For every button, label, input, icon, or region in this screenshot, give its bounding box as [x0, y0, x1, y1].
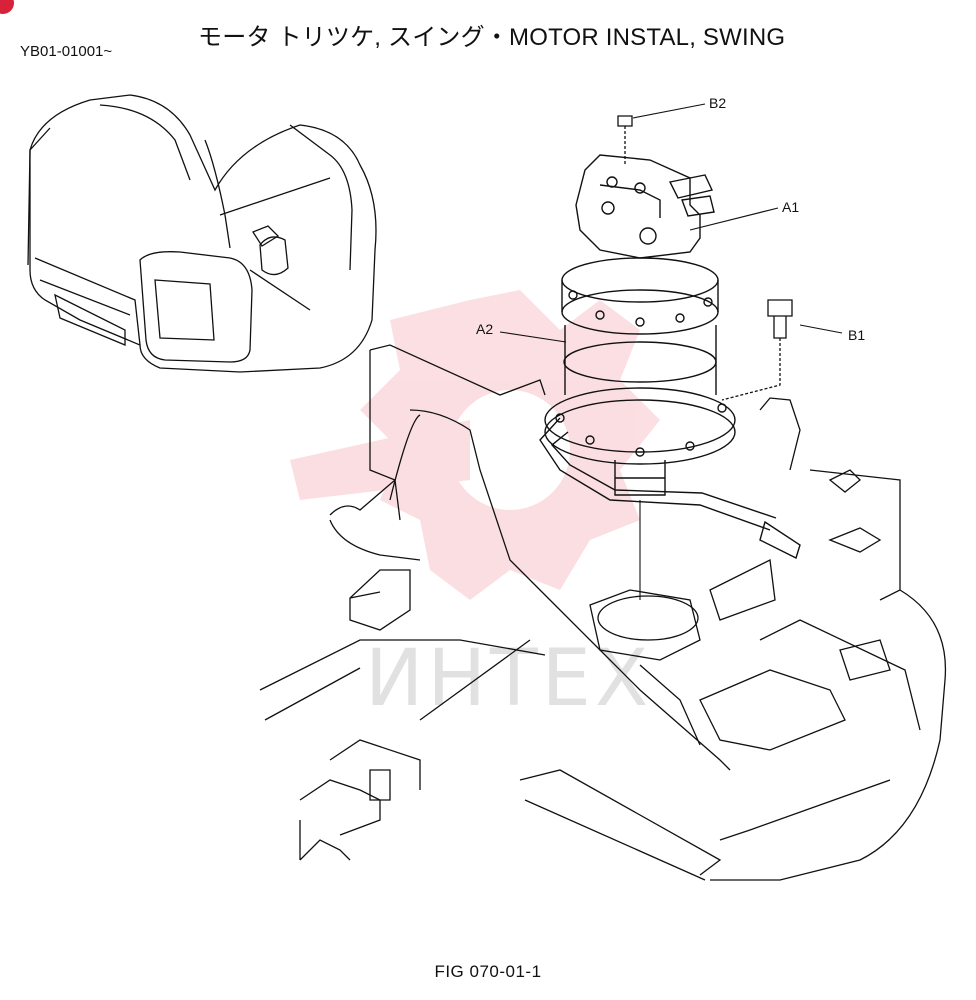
bolt-b1	[721, 299, 793, 401]
leader-lines	[499, 103, 843, 600]
corner-marker	[0, 0, 14, 14]
upper-frame	[259, 344, 947, 881]
machine-overview-inset	[27, 94, 377, 373]
callout-b1: B1	[848, 327, 865, 343]
serial-range: YB01-01001~	[20, 43, 113, 60]
callout-b2: B2	[709, 95, 726, 111]
bolt-b2	[617, 115, 633, 165]
swing-motor	[539, 154, 801, 559]
watermark-logo	[290, 290, 660, 600]
page-title: モータ トリツケ, スイング・MOTOR INSTAL, SWING	[198, 24, 786, 51]
callout-a1: A1	[782, 199, 799, 215]
figure-label: FIG 070-01-1	[434, 962, 542, 981]
callout-a2: A2	[476, 321, 493, 337]
watermark-text: ИНТЕХ	[365, 634, 652, 724]
